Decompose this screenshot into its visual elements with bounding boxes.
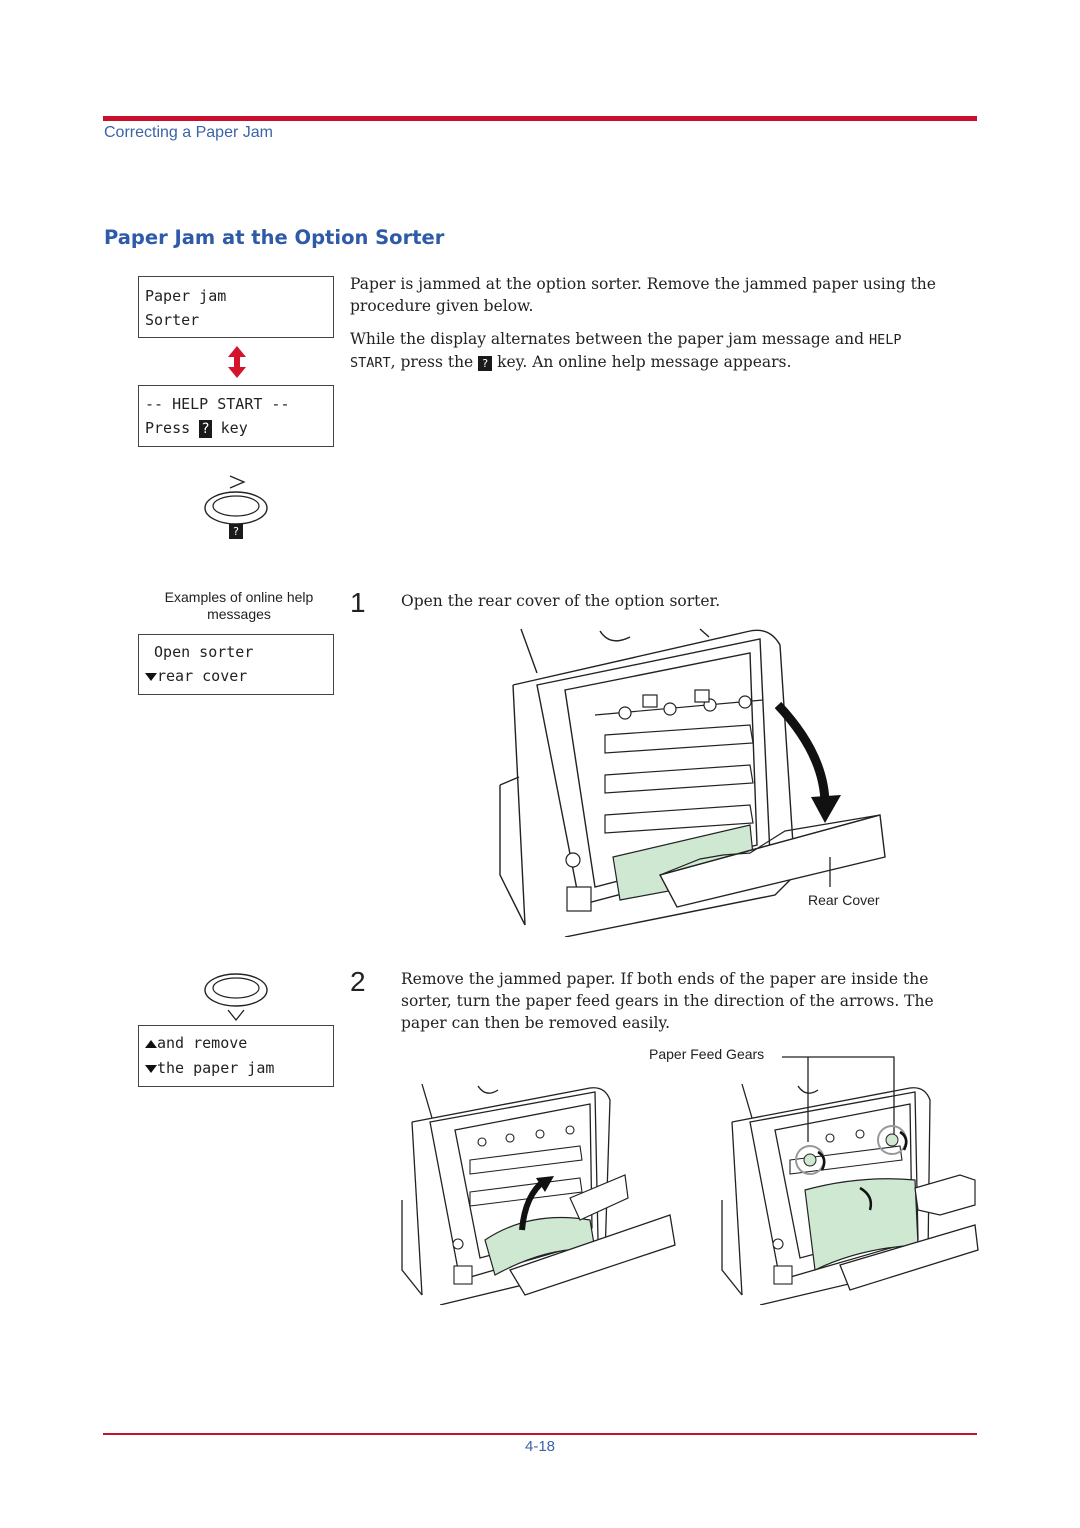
lcd-line-2: the paper jam xyxy=(145,1056,274,1080)
help-key-icon: ? xyxy=(229,524,243,539)
lcd-remove-paper: and remove the paper jam xyxy=(138,1025,334,1087)
intro-paragraph-2: While the display alternates between the… xyxy=(350,328,980,374)
start-code: START xyxy=(350,355,391,371)
scroll-up-icon xyxy=(145,1039,157,1048)
intro-text: While the display alternates between the… xyxy=(350,330,869,348)
intro-text-post: key. An online help message appears. xyxy=(492,353,792,371)
down-key-illustration xyxy=(204,973,268,1022)
open-rear-cover-illustration xyxy=(499,628,886,937)
step-number-2: 2 xyxy=(350,966,366,997)
lcd-line-1: Paper jam xyxy=(145,287,227,305)
header-rule xyxy=(103,116,977,121)
step-text-1: Open the rear cover of the option sorter… xyxy=(401,592,721,610)
lcd-line-2: rear cover xyxy=(145,664,247,688)
lcd-line-2-text: rear cover xyxy=(157,667,248,685)
question-key-icon: ? xyxy=(199,420,212,438)
help-key-illustration xyxy=(204,475,268,525)
lcd-line-1-text: and remove xyxy=(157,1034,248,1052)
page-heading: Paper Jam at the Option Sorter xyxy=(104,226,445,249)
intro-paragraph-1: Paper is jammed at the option sorter. Re… xyxy=(350,275,936,315)
lcd-line-1: -- HELP START -- xyxy=(145,395,290,413)
lcd-line-2: Press ? key xyxy=(145,416,248,440)
lcd-help-start: -- HELP START -- Press ? key xyxy=(138,385,334,447)
lcd-line-1: Open sorter xyxy=(145,643,254,661)
intro-text-mid: , press the xyxy=(390,353,479,371)
page-number: 4-18 xyxy=(524,1438,556,1455)
question-key-icon: ? xyxy=(478,355,493,371)
step-number-1: 1 xyxy=(350,587,366,618)
footer-rule xyxy=(103,1433,977,1435)
lcd-line-2-text: the paper jam xyxy=(157,1059,275,1077)
lcd-press-text: Press xyxy=(145,419,200,437)
remove-paper-illustration xyxy=(401,1083,676,1305)
alternate-arrow-icon xyxy=(228,346,246,378)
paper-feed-gears-label: Paper Feed Gears xyxy=(649,1046,765,1062)
lcd-paper-jam: Paper jam Sorter xyxy=(138,276,334,338)
section-title: Correcting a Paper Jam xyxy=(104,124,273,141)
lcd-open-sorter: Open sorter rear cover xyxy=(138,634,334,695)
lcd-line-2: Sorter xyxy=(145,311,200,329)
lcd-line-1: and remove xyxy=(145,1031,247,1055)
help-code: HELP xyxy=(868,332,902,348)
gears-pointer-lines xyxy=(782,1056,895,1142)
step-text-2: Remove the jammed paper. If both ends of… xyxy=(401,970,934,1032)
turn-gears-illustration xyxy=(721,1083,979,1305)
scroll-down-icon xyxy=(145,1064,157,1073)
lcd-key-text: key xyxy=(211,419,248,437)
rear-cover-label: Rear Cover xyxy=(808,892,880,908)
scroll-down-icon xyxy=(145,672,157,681)
examples-label: Examples of online help messages xyxy=(164,589,314,622)
